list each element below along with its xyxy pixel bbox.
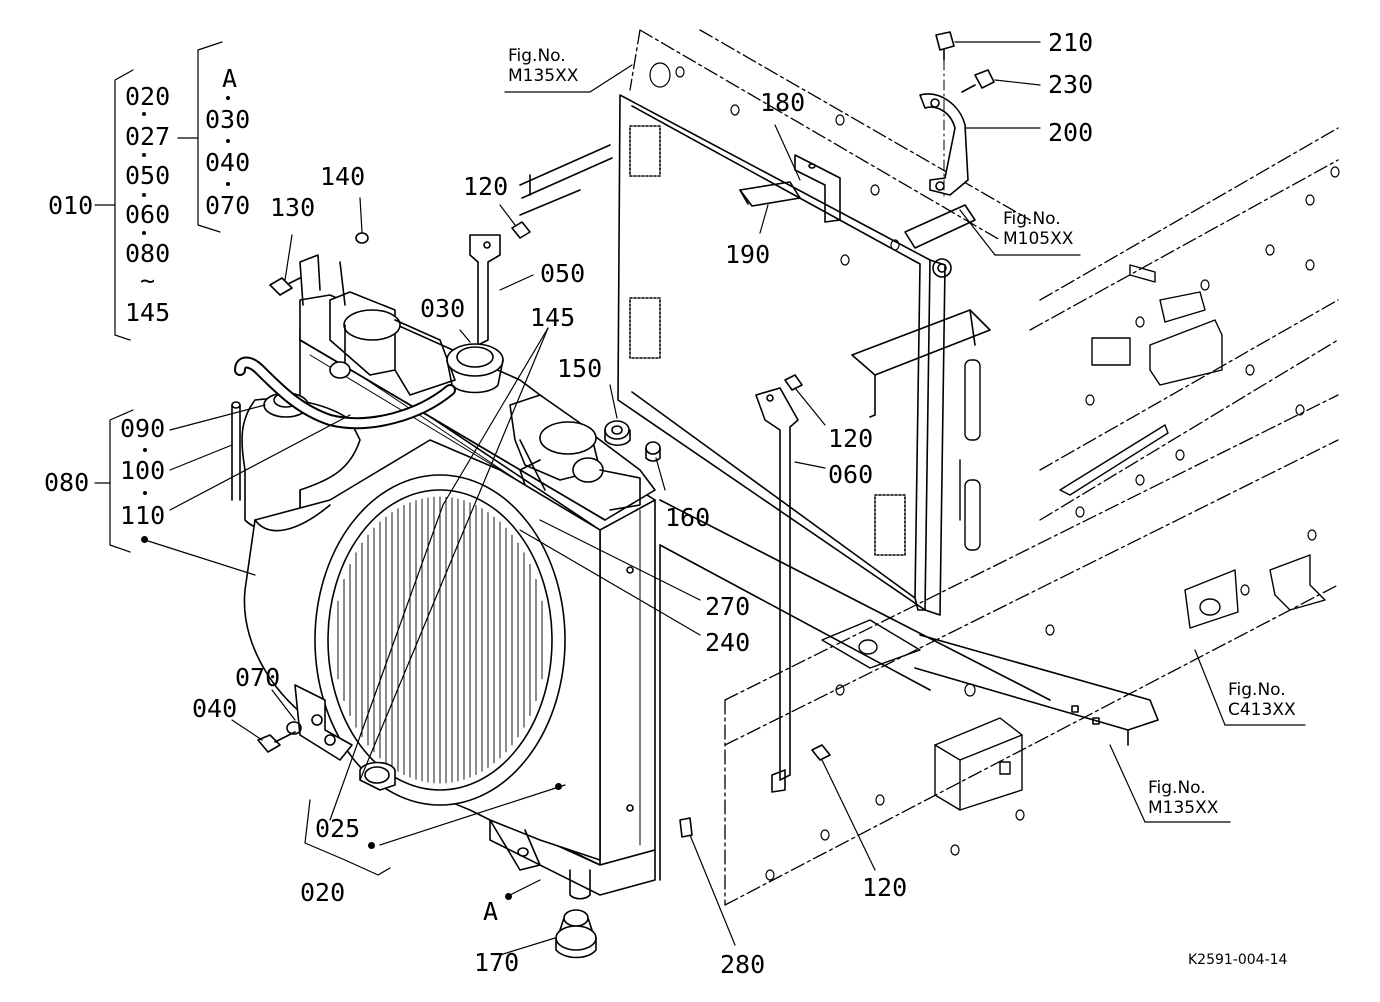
stay-060 bbox=[755, 387, 799, 793]
label-150: 150 bbox=[557, 354, 603, 383]
bolt-040 bbox=[257, 731, 296, 753]
label-100: 100 bbox=[120, 456, 166, 485]
top-support-rail bbox=[519, 144, 613, 216]
label-240: 240 bbox=[705, 628, 751, 657]
bolt-230 bbox=[961, 69, 995, 93]
label-270: 270 bbox=[705, 592, 751, 621]
list-dot bbox=[226, 139, 230, 143]
label-120-mid: 120 bbox=[828, 424, 874, 453]
label-210: 210 bbox=[1048, 28, 1094, 57]
label-070: 070 bbox=[235, 663, 281, 692]
drain-stub bbox=[489, 819, 591, 900]
side-channel bbox=[659, 499, 1051, 881]
label-130: 130 bbox=[270, 193, 316, 222]
label-080: 080 bbox=[44, 468, 90, 497]
frame-brackets bbox=[821, 264, 1326, 811]
label-020-list: 020 bbox=[125, 82, 171, 111]
fig-ref-line1: Fig.No. bbox=[1003, 209, 1061, 229]
label-030: 030 bbox=[420, 294, 466, 323]
label-120-top: 120 bbox=[463, 172, 509, 201]
label-080-list: 080 bbox=[125, 239, 171, 268]
label-180: 180 bbox=[760, 88, 806, 117]
label-a-list: A bbox=[222, 64, 238, 93]
ref-dot bbox=[141, 536, 148, 543]
label-060: 060 bbox=[828, 460, 874, 489]
list-dot bbox=[142, 153, 146, 157]
label-030-list: 030 bbox=[205, 105, 251, 134]
washer-070 bbox=[286, 721, 302, 735]
bolt-120-mid bbox=[784, 374, 803, 391]
filler-neck bbox=[299, 254, 456, 396]
ref-dot bbox=[505, 893, 512, 900]
fig-ref-line2: C413XX bbox=[1228, 700, 1296, 721]
ref-dot bbox=[368, 842, 375, 849]
label-120-bottom: 120 bbox=[862, 873, 908, 902]
bolt-120-top bbox=[511, 221, 531, 239]
frame-holes bbox=[649, 62, 1340, 881]
bolt-120-bottom bbox=[811, 744, 831, 761]
fig-ref-line2: M135XX bbox=[508, 66, 579, 87]
label-200: 200 bbox=[1048, 118, 1094, 147]
list-dot bbox=[226, 96, 230, 100]
label-230: 230 bbox=[1048, 70, 1094, 99]
list-dot bbox=[143, 491, 147, 495]
list-dot bbox=[226, 182, 230, 186]
fig-ref-m105: Fig.No. M105XX bbox=[1003, 209, 1073, 250]
label-a-bottom: A bbox=[483, 897, 499, 926]
label-145: 145 bbox=[530, 303, 576, 332]
overflow-hose bbox=[234, 356, 456, 430]
stay-050 bbox=[469, 234, 501, 346]
label-027: 027 bbox=[125, 122, 171, 151]
drawing-number: K2591-004-14 bbox=[1188, 952, 1288, 968]
label-050: 050 bbox=[540, 259, 586, 288]
label-190: 190 bbox=[725, 240, 771, 269]
clip-280 bbox=[679, 817, 693, 838]
label-090: 090 bbox=[120, 414, 166, 443]
mount-bracket bbox=[294, 684, 396, 791]
collar-160 bbox=[645, 441, 661, 462]
bolt-210 bbox=[935, 31, 955, 201]
upper-outlet bbox=[509, 394, 641, 511]
nut-140 bbox=[355, 232, 369, 244]
list-dot bbox=[142, 193, 146, 197]
label-050-list: 050 bbox=[125, 161, 171, 190]
fig-ref-c413: Fig.No. C413XX bbox=[1228, 680, 1296, 721]
label-170: 170 bbox=[474, 948, 520, 977]
list-dot bbox=[142, 231, 146, 235]
label-tilde: ~ bbox=[140, 266, 156, 295]
bracket-200 bbox=[919, 93, 969, 196]
ref-dot bbox=[555, 783, 562, 790]
bolt-130 bbox=[269, 277, 301, 296]
fig-ref-line1: Fig.No. bbox=[1148, 778, 1206, 798]
label-020: 020 bbox=[300, 878, 346, 907]
label-145-list: 145 bbox=[125, 298, 171, 327]
fig-ref-m135-top: Fig.No. M135XX bbox=[508, 46, 578, 87]
label-110: 110 bbox=[120, 501, 166, 530]
cross-member bbox=[851, 309, 1159, 746]
list-dot bbox=[142, 112, 146, 116]
list-dot bbox=[143, 448, 147, 452]
fig-ref-line1: Fig.No. bbox=[1228, 680, 1286, 700]
fan-grille bbox=[337, 496, 543, 784]
label-280: 280 bbox=[720, 950, 766, 979]
fig-ref-line2: M135XX bbox=[1148, 798, 1219, 819]
label-025: 025 bbox=[315, 814, 361, 843]
frame-rail bbox=[629, 29, 1339, 906]
leader-lines bbox=[94, 41, 1306, 956]
label-040-list: 040 bbox=[205, 148, 251, 177]
label-010: 010 bbox=[48, 191, 94, 220]
label-040: 040 bbox=[192, 694, 238, 723]
fig-ref-line2: M105XX bbox=[1003, 229, 1074, 250]
label-140: 140 bbox=[320, 162, 366, 191]
label-070-list: 070 bbox=[205, 191, 251, 220]
label-060-list: 060 bbox=[125, 200, 171, 229]
grommet-150 bbox=[604, 420, 631, 447]
fig-ref-line1: Fig.No. bbox=[508, 46, 566, 66]
cushion-170 bbox=[555, 909, 597, 959]
label-160: 160 bbox=[665, 503, 711, 532]
fig-ref-m135-bottom: Fig.No. M135XX bbox=[1148, 778, 1218, 819]
